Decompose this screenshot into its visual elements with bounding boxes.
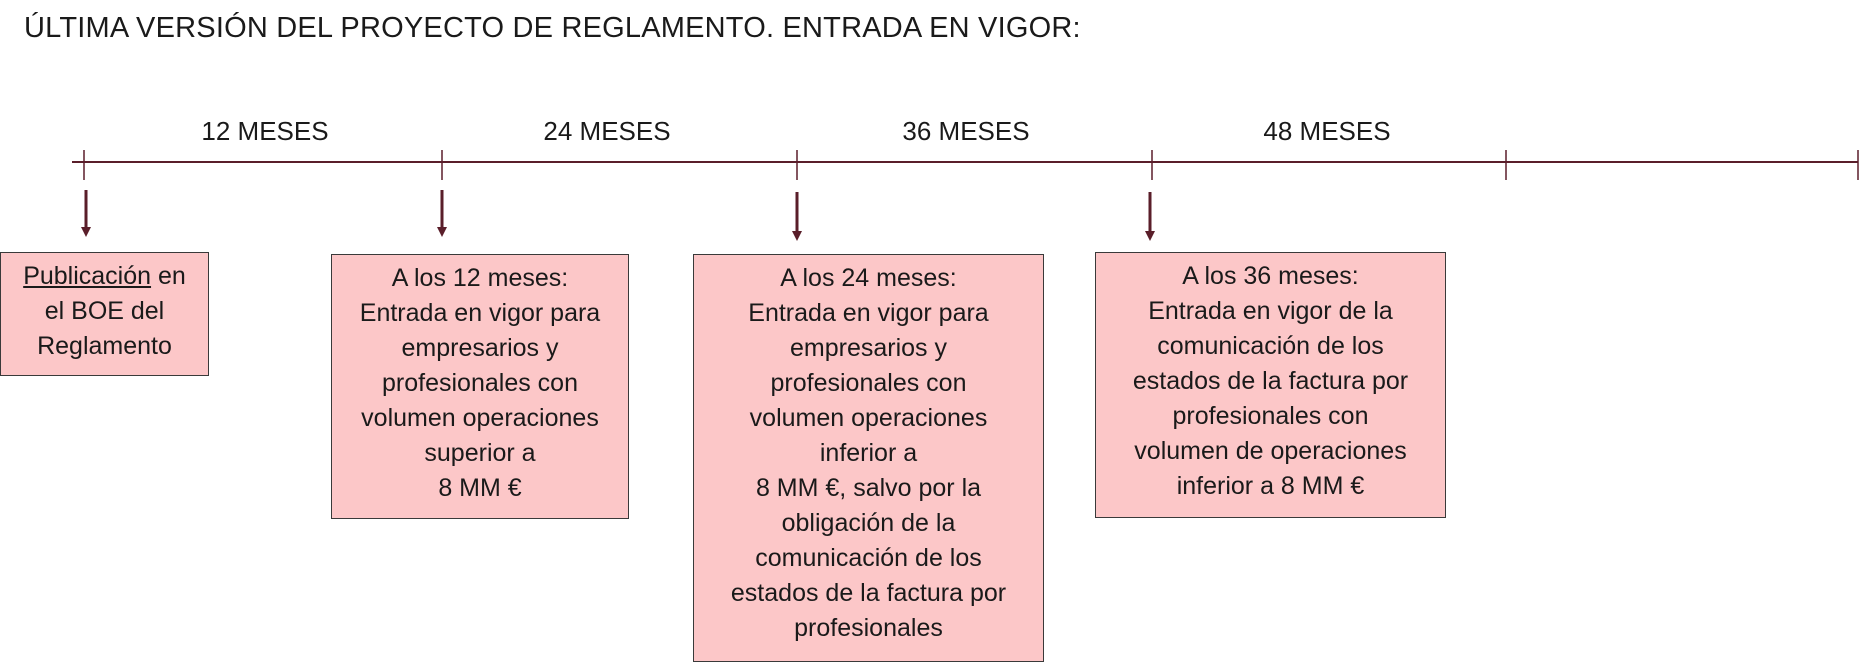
box-line: estados de la factura por <box>730 579 1007 607</box>
box-line: Entrada en vigor de la <box>1148 297 1393 325</box>
box-line: estados de la factura por <box>1132 367 1409 395</box>
box-line: comunicación de los <box>755 544 982 572</box>
milestone-box-24-meses: A los 24 meses: Entrada en vigor para em… <box>693 254 1044 662</box>
box-line: empresarios y <box>790 334 947 362</box>
box-line: 8 MM €, salvo por la <box>755 474 982 502</box>
box-line: profesionales con <box>1172 402 1369 430</box>
box-line: 8 MM € <box>438 474 522 502</box>
box-line: profesionales <box>794 614 943 642</box>
box-line: A los 36 meses: <box>1182 262 1359 290</box>
box-line: empresarios y <box>401 334 559 362</box>
box-line: Publicación en <box>1 259 208 294</box>
box-line: Entrada en vigor para <box>748 299 989 327</box>
publicacion-rest: en <box>151 262 186 290</box>
box-line: obligación de la <box>781 509 956 537</box>
box-line: volumen de operaciones <box>1134 437 1407 465</box>
box-line: superior a <box>424 439 536 467</box>
box-line: comunicación de los <box>1157 332 1384 360</box>
milestone-box-12-meses: A los 12 meses: Entrada en vigor para em… <box>331 254 629 519</box>
box-line: volumen operaciones <box>361 404 599 432</box>
period-label-48: 48 MESES <box>1263 116 1391 146</box>
box-line: inferior a <box>819 439 918 467</box>
page-title: ÚLTIMA VERSIÓN DEL PROYECTO DE REGLAMENT… <box>24 12 1081 44</box>
milestone-box-36-meses: A los 36 meses: Entrada en vigor de la c… <box>1095 252 1446 518</box>
box-line: A los 24 meses: <box>780 264 957 292</box>
box-line: Reglamento <box>37 332 172 360</box>
box-line: Entrada en vigor para <box>359 299 601 327</box>
box-line: A los 12 meses: <box>391 264 569 292</box>
box-line: inferior a 8 MM € <box>1176 472 1365 500</box>
period-label-12: 12 MESES <box>201 116 329 146</box>
publicacion-underlined: Publicación <box>23 262 152 290</box>
box-line: profesionales con <box>382 369 578 397</box>
milestone-box-publicacion: Publicación en el BOE del Reglamento <box>0 252 209 376</box>
period-label-24: 24 MESES <box>543 116 671 146</box>
box-line: el BOE del <box>44 297 165 325</box>
box-line: volumen operaciones <box>749 404 988 432</box>
period-label-36: 36 MESES <box>902 116 1030 146</box>
box-line: profesionales con <box>770 369 967 397</box>
